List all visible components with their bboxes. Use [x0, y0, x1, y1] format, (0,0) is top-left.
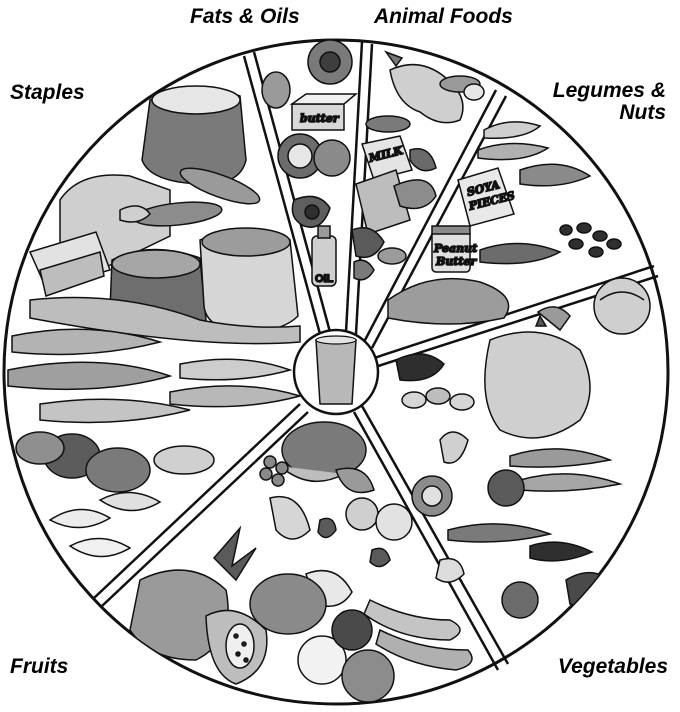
pumpkin-icon [484, 331, 591, 439]
label-vegetables: Vegetables [557, 655, 668, 678]
peanut-label-line1: Peanut [433, 242, 477, 255]
melon-icon [249, 573, 327, 635]
label-legumes-line1: Legumes & [552, 79, 666, 102]
carrot-icon [509, 448, 613, 468]
lemon-icon [435, 557, 465, 583]
legumes-nuts-segment: SOYA PIECES Peanut Butter [387, 121, 622, 325]
label-staples: Staples [10, 81, 85, 104]
shrimp-icon [365, 115, 411, 133]
lentils-icon [387, 277, 510, 325]
tomato-icon [487, 469, 525, 507]
mushroom-icon [536, 306, 571, 332]
animal-foods-segment: MILK [351, 50, 485, 281]
fats-oils-segment: butter OIL [261, 40, 359, 287]
butter-icon [291, 103, 345, 131]
cabbage-icon [593, 277, 651, 335]
onion-icon [439, 431, 469, 464]
lime-icon [345, 497, 379, 531]
oil-label: OIL [315, 273, 334, 285]
label-fats-oils: Fats & Oils [190, 5, 300, 28]
pepper-icon [529, 541, 594, 562]
mushroom-cluster-icon [401, 387, 475, 411]
eggplant-icon [395, 353, 445, 382]
fruits-segment [129, 421, 473, 703]
corn-icon [119, 167, 261, 227]
beans-icon [559, 222, 622, 258]
label-fruits: Fruits [10, 655, 69, 678]
orange-icon [375, 503, 413, 541]
grapes-icon [259, 455, 289, 487]
peanut-label-line2: Butter [435, 255, 477, 268]
label-legumes-nuts: Legumes & Nuts [553, 80, 666, 124]
banana-icon [363, 598, 461, 641]
yam-icon [15, 431, 215, 493]
strawberry-icon [317, 517, 391, 568]
tamarind-icon [269, 496, 311, 540]
segment-dividers [93, 41, 659, 671]
label-legumes-line2: Nuts [619, 101, 666, 124]
okra-icon [447, 523, 553, 543]
pea-pod-icon [483, 121, 542, 139]
apple-icon [297, 635, 347, 685]
staples-segment [7, 85, 303, 558]
vegetables-segment [395, 277, 651, 619]
drink-glass-icon [315, 339, 357, 405]
cassava-icon [7, 328, 303, 424]
butter-label: butter [300, 112, 340, 125]
kiwano-icon [501, 581, 539, 619]
soya-bag-icon [457, 167, 515, 227]
dumpling-icon [48, 491, 162, 558]
meat-icon [353, 259, 375, 281]
label-animal-foods: Animal Foods [374, 5, 513, 28]
milk-carton-icon [361, 135, 413, 181]
